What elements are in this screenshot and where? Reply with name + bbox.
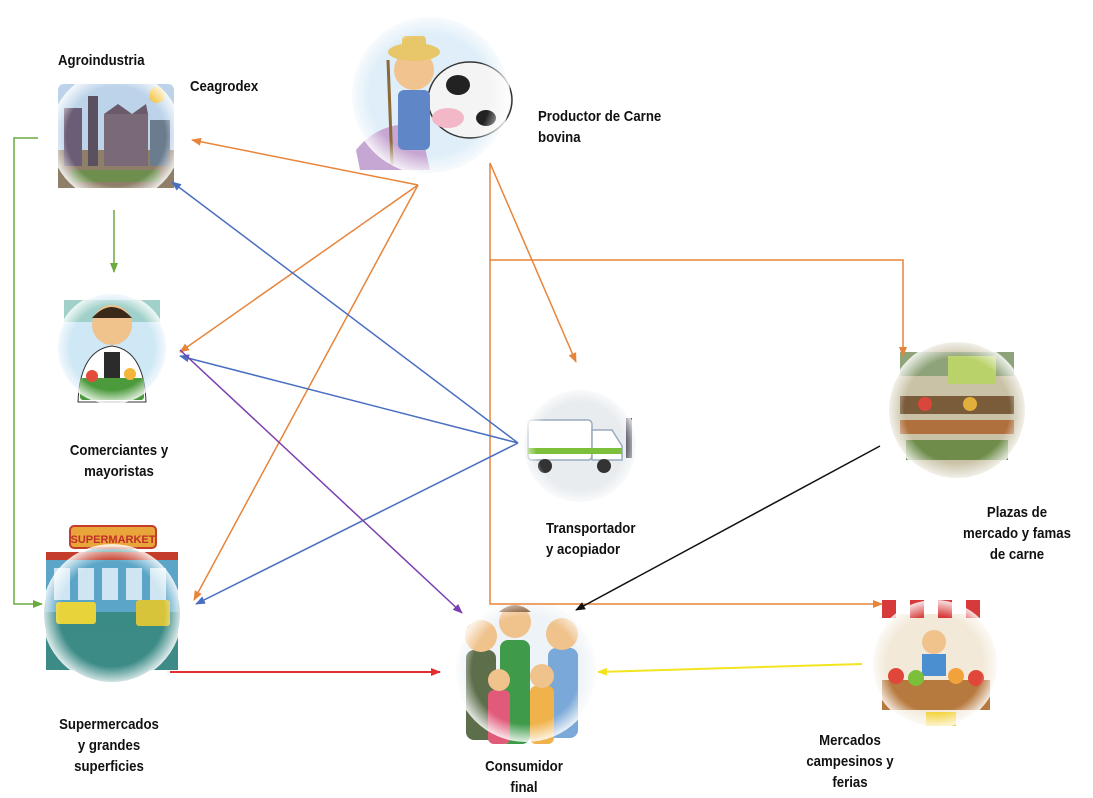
transportador-label: Transportador y acopiador [546, 518, 635, 560]
arrow-productor-comerciantes [179, 184, 419, 353]
arrow-productor-supermercados [193, 184, 419, 601]
mercados-label-line2: campesinos y [806, 753, 894, 770]
productor-label: Productor de Carne bovina [538, 106, 661, 148]
arrow-transportador-comerciantes [179, 354, 519, 444]
supermercados-label-line2: y grandes [77, 737, 141, 754]
supermercados-label: Supermercados y grandes superficies [43, 714, 175, 777]
consumidor-label-line1: Consumidor [485, 758, 563, 775]
ceagrodex-label: Ceagrodex [190, 78, 259, 95]
consumidor-label-line2: final [510, 779, 538, 796]
supermarket-sign: SUPERMARKET [71, 534, 156, 546]
transportador-label-line1: Transportador [546, 520, 636, 537]
arrow-mercados-consumidor [597, 663, 863, 676]
plazas-label-line2: mercado y famas [963, 525, 1071, 542]
mercados-label: Mercados campesinos y ferias [788, 730, 911, 793]
arrow-plazas-consumidor [575, 445, 881, 611]
arrow-productor-transportador [489, 162, 577, 363]
mercados-label-line1: Mercados [819, 732, 881, 749]
plazas-label: Plazas de mercado y famas de carne [951, 502, 1083, 565]
arrow-transportador-agroindustria [171, 181, 519, 444]
mercados-label-line3: ferias [832, 774, 868, 791]
plazas-label-line1: Plazas de [986, 504, 1048, 521]
comerciantes-label: Comerciantes y mayoristas [62, 440, 176, 482]
comerciantes-label-line1: Comerciantes y [69, 442, 169, 459]
supermarket-icon: SUPERMARKET [42, 525, 182, 684]
arrow-productor-plazas [489, 163, 907, 357]
truck-icon [522, 388, 638, 504]
productor-label-line1: Productor de Carne [538, 108, 662, 125]
arrow-productor-mercados [489, 260, 883, 608]
arrow-comerciantes-consumidor [179, 349, 463, 614]
transportador-label-line2: y acopiador [546, 541, 621, 558]
shopkeeper-icon [56, 292, 168, 404]
comerciantes-label-line2: mayoristas [84, 463, 154, 480]
plazas-label-line3: de carne [989, 546, 1045, 563]
supermercados-label-line1: Supermercados [59, 716, 159, 733]
farmer-cow-icon [350, 15, 513, 175]
arrow-transportador-supermercados [195, 442, 519, 605]
market-hall-icon [887, 340, 1027, 480]
market-stall-icon [871, 600, 999, 728]
agroindustria-label: Agroindustria [58, 52, 145, 69]
arrow-productor-agroindustria [191, 137, 419, 186]
factory-icon [50, 70, 182, 202]
consumidor-label: Consumidor final [471, 756, 577, 798]
family-icon [454, 598, 598, 744]
productor-label-line2: bovina [538, 129, 581, 146]
arrow-agroindustria-supermercados [13, 137, 43, 608]
supermercados-label-line3: superficies [74, 758, 144, 775]
